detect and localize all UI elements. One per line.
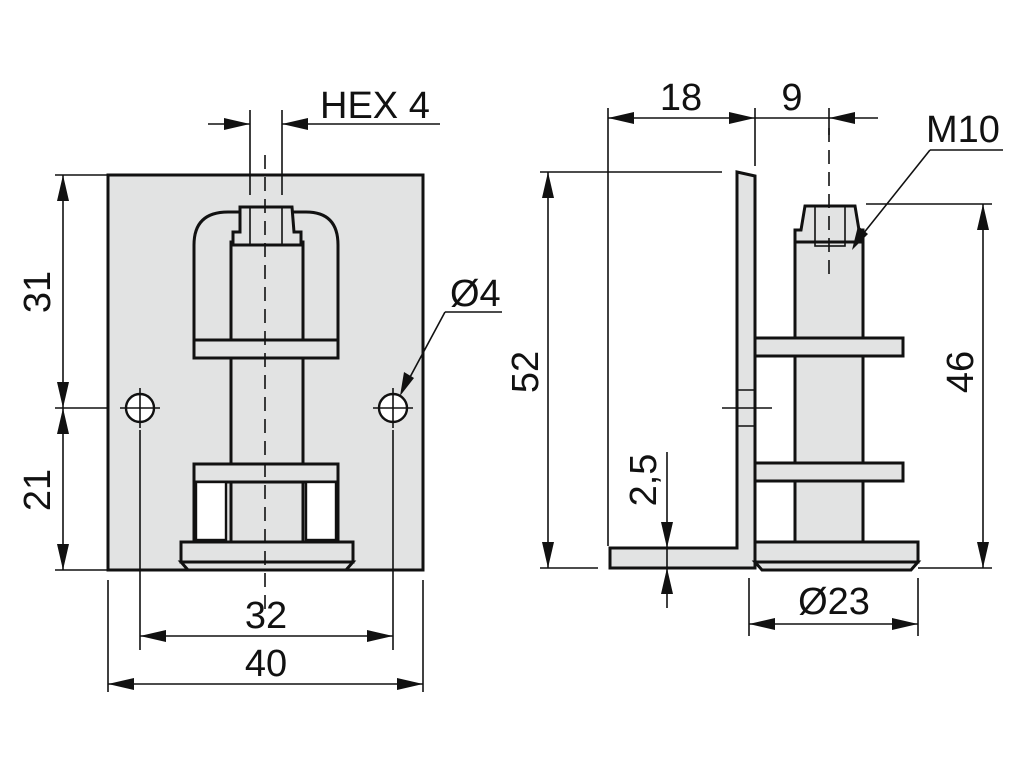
bolt-shaft-lower — [229, 480, 305, 544]
label-18: 18 — [660, 77, 702, 119]
label-base-diameter: Ø23 — [798, 581, 870, 623]
side-upper-washer — [753, 336, 905, 358]
label-40: 40 — [245, 643, 287, 685]
label-thread: M10 — [926, 109, 1000, 151]
side-view: 18 9 M10 52 46 2,5 Ø23 — [505, 77, 1003, 636]
label-2-5: 2,5 — [623, 454, 665, 507]
label-21: 21 — [17, 469, 59, 511]
hex-socket — [249, 206, 283, 246]
upper-nut — [192, 338, 340, 360]
side-hex-socket — [814, 205, 846, 247]
side-bolt-shaft — [793, 238, 865, 544]
side-foot-chamfer — [751, 560, 922, 572]
foot-chamfer — [177, 560, 357, 572]
label-hole-diameter: Ø4 — [450, 273, 501, 315]
block-window-right — [304, 480, 338, 542]
side-foot-base — [753, 540, 920, 564]
block-window-left — [194, 480, 228, 542]
side-lower-washer — [753, 461, 905, 483]
label-52: 52 — [505, 351, 547, 393]
label-32: 32 — [245, 595, 287, 637]
lower-nut — [192, 462, 340, 484]
front-view: HEX 4 31 21 Ø4 32 40 — [17, 85, 502, 692]
l-bracket — [608, 170, 757, 570]
label-46: 46 — [940, 351, 982, 393]
label-31: 31 — [17, 271, 59, 313]
label-hex: HEX 4 — [320, 85, 430, 127]
bolt-head — [231, 205, 303, 247]
label-9: 9 — [781, 77, 802, 119]
foot-base — [179, 540, 355, 564]
